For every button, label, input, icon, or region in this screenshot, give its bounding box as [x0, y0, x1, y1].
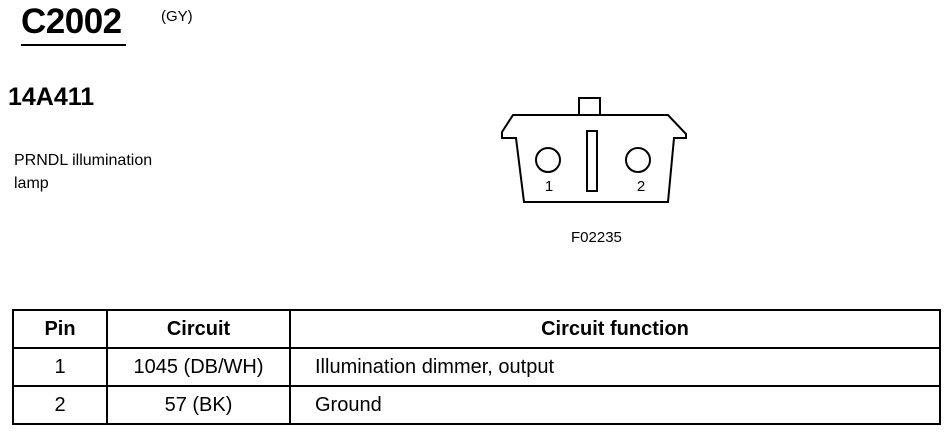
figure-code: F02235 — [571, 229, 622, 246]
function-cell: Ground — [289, 385, 941, 425]
pin-2-cavity — [625, 147, 651, 173]
connector-color: (GY) — [161, 8, 193, 25]
pin-cell: 1 — [12, 347, 108, 387]
table-row: 2 57 (BK) Ground — [12, 385, 941, 425]
header-circuit: Circuit — [106, 309, 291, 349]
connector-face-diagram: 1 2 — [501, 97, 687, 203]
pin-1-label: 1 — [545, 178, 553, 195]
table-row: 1 1045 (DB/WH) Illumination dimmer, outp… — [12, 347, 941, 387]
connector-id-underline — [21, 44, 126, 46]
polarization-key — [586, 130, 598, 192]
pin-1-cavity — [535, 147, 561, 173]
pin-table: Pin Circuit Circuit function 1 1045 (DB/… — [12, 309, 941, 425]
locking-tab — [578, 97, 601, 116]
circuit-cell: 1045 (DB/WH) — [106, 347, 291, 387]
component-name: PRNDL illumination lamp — [14, 152, 153, 192]
header-pin: Pin — [12, 309, 108, 349]
function-cell: Illumination dimmer, output — [289, 347, 941, 387]
connector-id: C2002 — [21, 2, 122, 41]
pin-2-label: 2 — [637, 178, 645, 195]
part-number: 14A411 — [8, 83, 95, 111]
header-circuit-function: Circuit function — [289, 309, 941, 349]
table-header-row: Pin Circuit Circuit function — [12, 309, 941, 349]
pin-cell: 2 — [12, 385, 108, 425]
circuit-cell: 57 (BK) — [106, 385, 291, 425]
